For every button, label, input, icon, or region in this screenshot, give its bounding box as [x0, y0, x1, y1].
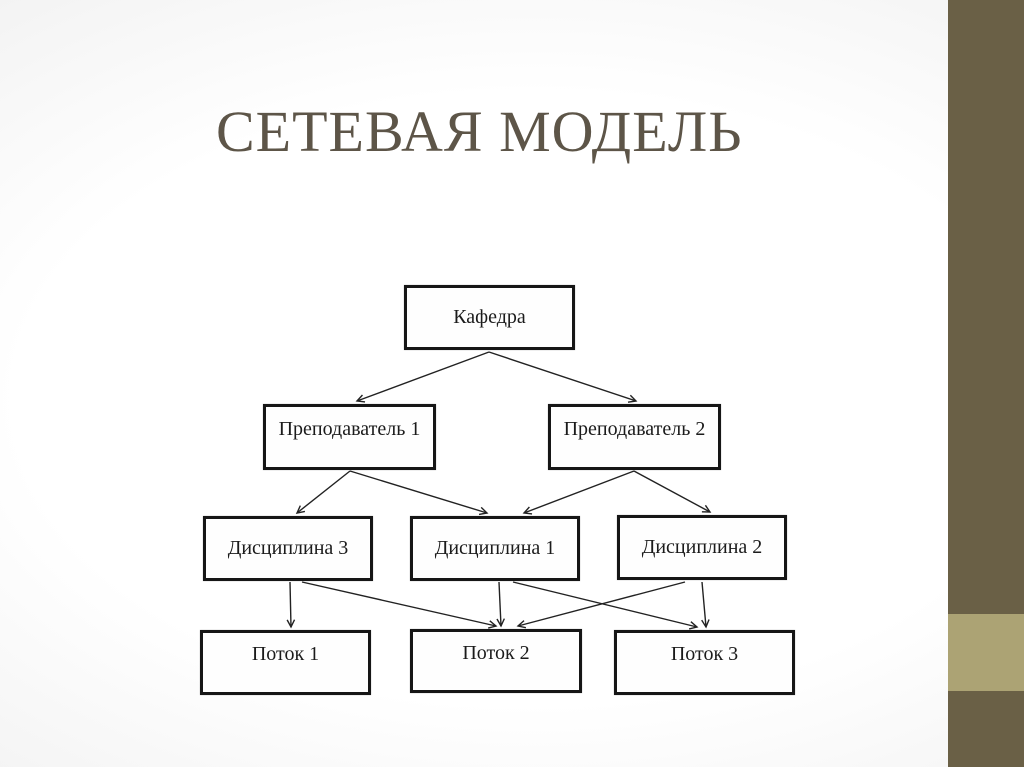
node-prepodavatel-2: Преподаватель 2	[548, 404, 721, 470]
accent-bar-light-segment	[948, 614, 1024, 691]
node-label: Преподаватель 1	[278, 417, 421, 440]
edge-disc3-potok1	[286, 581, 296, 629]
edge-kafedra-prep2	[488, 351, 638, 403]
node-prepodavatel-1: Преподаватель 1	[263, 404, 436, 470]
node-disciplina-3: Дисциплина 3	[203, 516, 373, 581]
edge-disc1-potok3	[512, 581, 699, 630]
node-disciplina-2: Дисциплина 2	[617, 515, 787, 580]
node-potok-1: Поток 1	[200, 630, 371, 695]
slide-title: СЕТЕВАЯ МОДЕЛЬ	[216, 99, 743, 164]
edge-prep1-disc3	[295, 470, 351, 514]
node-kafedra: Кафедра	[404, 285, 575, 350]
node-potok-2: Поток 2	[410, 629, 582, 693]
edge-prep2-disc2	[633, 470, 712, 513]
node-label: Поток 1	[251, 643, 320, 665]
node-potok-3: Поток 3	[614, 630, 795, 695]
edge-kafedra-prep1	[355, 351, 490, 403]
accent-bar-dark-top	[948, 0, 1024, 614]
node-label: Дисциплина 3	[227, 537, 349, 559]
accent-bar-dark-bottom	[948, 691, 1024, 767]
node-label: Преподаватель 2	[563, 417, 706, 440]
edge-disc3-potok2	[301, 581, 498, 629]
node-label: Дисциплина 1	[434, 537, 556, 559]
node-label: Кафедра	[453, 306, 526, 328]
edge-prep1-disc1	[349, 470, 489, 516]
node-disciplina-1: Дисциплина 1	[410, 516, 580, 581]
edge-prep2-disc1	[522, 470, 635, 515]
accent-bar	[948, 0, 1024, 767]
edge-disc2-potok3	[701, 581, 710, 629]
edge-disc2-potok2	[516, 581, 686, 629]
node-label: Поток 3	[670, 643, 739, 665]
edge-disc1-potok2	[496, 581, 506, 628]
node-label: Поток 2	[462, 641, 530, 664]
node-label: Дисциплина 2	[641, 536, 763, 558]
